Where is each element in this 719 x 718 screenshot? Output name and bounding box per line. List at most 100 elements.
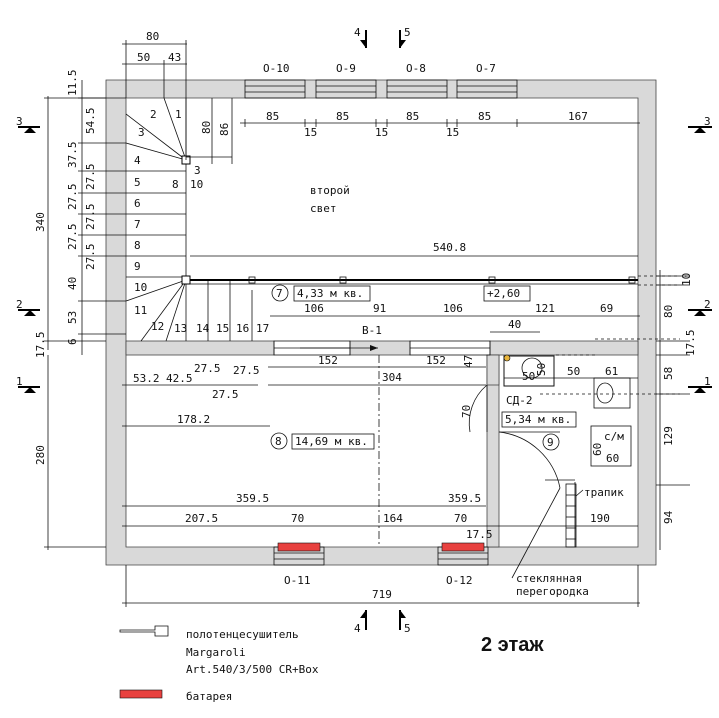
- level-mark: +2,60: [487, 287, 520, 300]
- washer-label: 60: [606, 452, 619, 465]
- room-area: 4,33 м кв.: [297, 287, 363, 300]
- section-label: 5: [404, 26, 411, 39]
- dimension: 280: [34, 445, 47, 465]
- dimension: 359.5: [448, 492, 481, 505]
- stair-step: 11: [134, 304, 147, 317]
- stair-step: 1: [175, 108, 182, 121]
- section-label: 3: [704, 115, 711, 128]
- stair-step: 8: [134, 239, 141, 252]
- dimension: 94: [662, 510, 675, 524]
- legend-battery: батарея: [186, 690, 232, 703]
- dimension: 61: [605, 365, 618, 378]
- dimension: 10: [680, 273, 693, 286]
- washer-label: 60: [591, 443, 604, 456]
- ladder-label: трапик: [584, 486, 624, 499]
- section-label: 4: [354, 622, 361, 635]
- legend-towel-dryer: полотенцесушитель: [186, 628, 299, 641]
- dimension: 80: [200, 121, 213, 134]
- stair-step: 7: [134, 218, 141, 231]
- dimension: 27.5: [194, 362, 221, 375]
- stair-step: 4: [134, 154, 141, 167]
- stair-step: 5: [134, 176, 141, 189]
- dimension: 164: [383, 512, 403, 525]
- dimension: 304: [382, 371, 402, 384]
- dimension: 121: [535, 302, 555, 315]
- room-number: 7: [276, 287, 283, 300]
- dimension: 8: [172, 178, 179, 191]
- dimension: 70: [460, 405, 473, 418]
- dimension: 27.5: [84, 164, 97, 191]
- stair-step: 2: [150, 108, 157, 121]
- dimension: 37.5: [66, 142, 79, 169]
- legend-towel-dryer: Art.540/3/500 CR+Box: [186, 663, 319, 676]
- doors: [273, 340, 577, 548]
- section-label: 1: [16, 375, 23, 388]
- legend: [119, 625, 169, 699]
- section-marks: [18, 30, 712, 630]
- dimension: 15: [375, 126, 388, 139]
- dimension: 40: [508, 318, 521, 331]
- dimension: 106: [304, 302, 324, 315]
- bottom-windows: [273, 542, 489, 566]
- window-label: О-10: [263, 62, 290, 75]
- dimension: 11.5: [66, 70, 79, 97]
- legend-towel-dryer: Margaroli: [186, 646, 246, 659]
- dimension: 17.5: [684, 330, 697, 357]
- dimension: 50: [567, 365, 580, 378]
- dimension-lines: [44, 40, 690, 607]
- stair-step: 14: [196, 322, 210, 335]
- dimension: 58: [662, 367, 675, 380]
- dimension: 54.5: [84, 108, 97, 135]
- dimension: 167: [568, 110, 588, 123]
- dimension: 43: [168, 51, 181, 64]
- room-label: свет: [310, 202, 337, 215]
- dimension: 85: [266, 110, 279, 123]
- dimension: 53: [66, 311, 79, 324]
- glass-partition-label: стеклянная: [516, 572, 582, 585]
- dimension: 106: [443, 302, 463, 315]
- room-label: второй: [310, 184, 350, 197]
- room-area: 14,69 м кв.: [295, 435, 368, 448]
- room-number: 9: [547, 436, 554, 449]
- glass-partition-label: перегородка: [516, 585, 589, 598]
- dimension: 27.5: [66, 224, 79, 251]
- dimension: 53.2: [133, 372, 160, 385]
- dimension: 85: [478, 110, 491, 123]
- dimension: 42.5: [166, 372, 193, 385]
- dimension: 3: [194, 164, 201, 177]
- room-area: 5,34 м кв.: [505, 413, 571, 426]
- dimension: 27.5: [212, 388, 239, 401]
- dimension: 6: [66, 338, 79, 345]
- stair-step: 12: [151, 320, 164, 333]
- dimension: 129: [662, 426, 675, 446]
- window-label: О-12: [446, 574, 473, 587]
- window-label: О-11: [284, 574, 311, 587]
- window-label: О-7: [476, 62, 496, 75]
- dimension: 15: [446, 126, 459, 139]
- stair-step: 13: [174, 322, 187, 335]
- window-label: О-8: [406, 62, 426, 75]
- dimension: 15: [304, 126, 317, 139]
- dimension: 27.5: [233, 364, 260, 377]
- dimension: 50: [535, 363, 548, 376]
- dimension: 17.5: [466, 528, 493, 541]
- dimension: 85: [406, 110, 419, 123]
- section-label: 1: [704, 375, 711, 388]
- dimension: 10: [190, 178, 203, 191]
- dimension: 80: [662, 305, 675, 318]
- dimension: 340: [34, 212, 47, 232]
- window-label: О-9: [336, 62, 356, 75]
- dimension: 27.5: [84, 204, 97, 231]
- section-label: 5: [404, 622, 411, 635]
- dimension: 86: [218, 123, 231, 136]
- dimension: 27.5: [66, 184, 79, 211]
- dimension: 70: [454, 512, 467, 525]
- dimension: 47: [462, 355, 475, 368]
- washer-label: с/м: [604, 430, 624, 443]
- dimension: 190: [590, 512, 610, 525]
- dimension: 152: [318, 354, 338, 367]
- dimension: 50: [137, 51, 150, 64]
- stair-step: 17: [256, 322, 269, 335]
- dimension: 540.8: [433, 241, 466, 254]
